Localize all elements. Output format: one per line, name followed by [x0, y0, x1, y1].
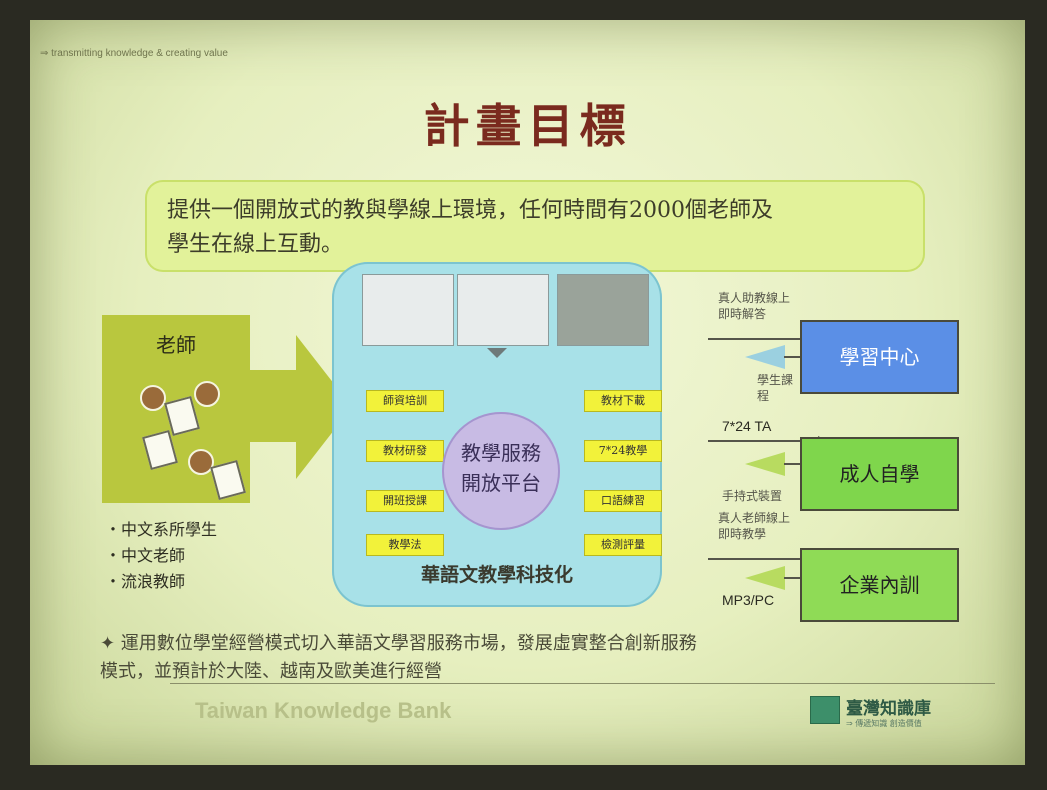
service-learning-center: 學習中心 [800, 320, 959, 394]
bottom-text: ✦ 運用數位學堂經營模式切入華語文學習服務市場，發展虛實整合創新服務 模式，並預… [100, 630, 900, 686]
flow-line [708, 440, 820, 442]
bottom-line-2: 模式，並預計於大陸、越南及歐美進行經營 [100, 661, 442, 682]
flow-note-line: 真人助教線上 [718, 291, 791, 305]
paper-icon [164, 395, 200, 437]
left-arrow-icon [745, 452, 785, 476]
flow-note-line: 真人老師線上 [718, 511, 791, 525]
goal-line-2: 學生在線上互動。 [167, 232, 344, 257]
circle-line-2: 開放平台 [461, 471, 541, 495]
left-arrow-icon [745, 345, 785, 369]
goal-text: 提供一個開放式的教與學線上環境，任何時間有2000個老師及 學生在線上互動。 [167, 194, 907, 262]
platform-tag: 開班授課 [366, 490, 444, 512]
circle-text: 教學服務 開放平台 [442, 438, 560, 498]
flow-note: 7*24 TA [722, 418, 772, 434]
screenshot-image [457, 274, 549, 346]
teacher-box: 老師 [102, 315, 250, 503]
logo-text: 臺灣知識庫 [846, 699, 931, 719]
platform-tag: 口語練習 [584, 490, 662, 512]
goal-line-1: 提供一個開放式的教與學線上環境，任何時間有2000個老師及 [167, 198, 773, 223]
flow-line [708, 338, 820, 340]
flow-note-line: 即時教學 [718, 527, 767, 541]
platform-tag: 師資培訓 [366, 390, 444, 412]
bullet-item: ‧中文老師 [105, 546, 186, 565]
teacher-bullets: ‧中文系所學生 ‧中文老師 ‧流浪教師 [105, 517, 217, 595]
down-arrow-icon [487, 348, 507, 358]
flow-note-line: 即時解答 [718, 307, 767, 321]
logo-subtext: ⇒ 傳遞知識 創造價值 [846, 719, 922, 728]
slide-tagline: ⇒ transmitting knowledge & creating valu… [40, 48, 228, 59]
footer-brand: Taiwan Knowledge Bank [195, 698, 452, 723]
left-arrow-icon [745, 566, 785, 590]
screenshot-image [557, 274, 649, 346]
logo-icon [810, 696, 840, 724]
platform-tag: 檢測評量 [584, 534, 662, 556]
platform-tag: 7*24教學 [584, 440, 662, 462]
person-icon [188, 449, 214, 475]
bullet-item: ‧中文系所學生 [105, 520, 218, 539]
flow-note-line: 學生課 [757, 373, 794, 387]
service-adult-self-study: 成人自學 [800, 437, 959, 511]
circle-line-1: 教學服務 [461, 441, 541, 465]
flow-note-line: 程 [757, 389, 770, 403]
platform-tag: 教材下載 [584, 390, 662, 412]
flow-note: 真人老師線上 即時教學 [718, 510, 790, 542]
teacher-arrow-body [250, 370, 300, 442]
flow-note: 學生課 程 [757, 372, 793, 404]
service-corporate-training: 企業內訓 [800, 548, 959, 622]
platform-box: 師資培訓 教材研發 開班授課 教學法 教材下載 7*24教學 口語練習 檢測評量… [332, 262, 662, 607]
flow-note: 手持式裝置 [722, 489, 783, 503]
bottom-line-1: ✦ 運用數位學堂經營模式切入華語文學習服務市場，發展虛實整合創新服務 [100, 633, 697, 654]
person-icon [140, 385, 166, 411]
slide-title: 計畫目標 [423, 99, 632, 153]
goal-box: 提供一個開放式的教與學線上環境，任何時間有2000個老師及 學生在線上互動。 [145, 180, 925, 272]
platform-label: 華語文教學科技化 [420, 564, 573, 586]
teacher-label: 老師 [156, 333, 196, 357]
flow-line [708, 558, 820, 560]
platform-tag: 教材研發 [366, 440, 444, 462]
flow-note: MP3/PC [722, 592, 775, 608]
bullet-item: ‧流浪教師 [105, 572, 186, 591]
platform-circle: 教學服務 開放平台 [442, 412, 560, 530]
screenshot-image [362, 274, 454, 346]
flow-note: 真人助教線上 即時解答 [718, 290, 790, 322]
paper-icon [210, 459, 246, 501]
platform-tag: 教學法 [366, 534, 444, 556]
footer-divider [170, 683, 995, 684]
person-icon [194, 381, 220, 407]
